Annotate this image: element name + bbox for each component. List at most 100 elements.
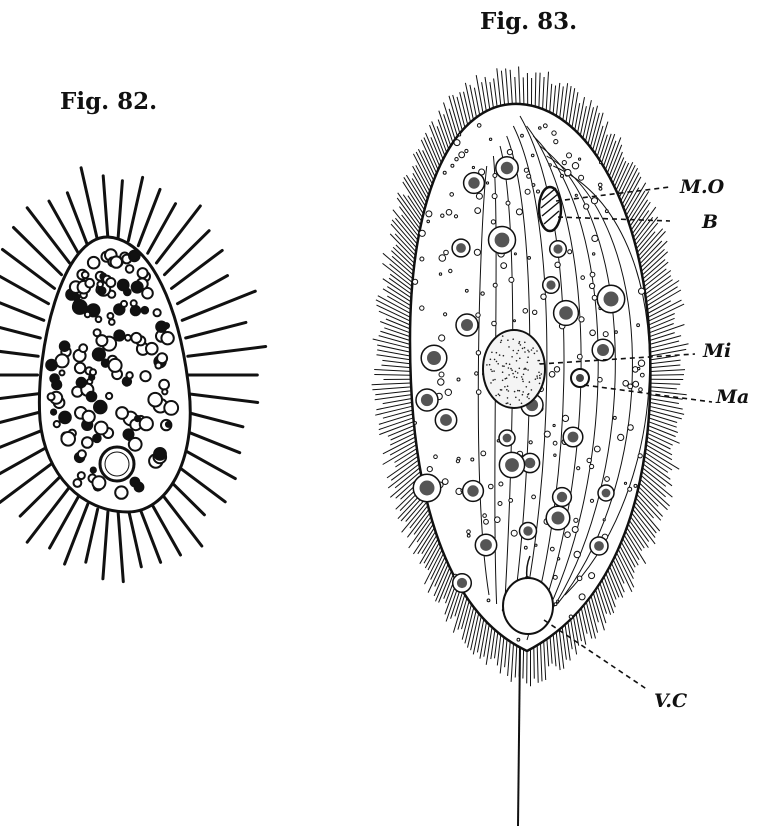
fig83-nucleus-dot xyxy=(520,344,522,346)
fig83-nucleus-dot xyxy=(524,342,526,344)
fig83-granule xyxy=(574,518,578,522)
fig82-cilium xyxy=(27,487,69,542)
fig83-cilium xyxy=(523,649,524,678)
fig83-granule xyxy=(465,289,468,292)
fig83-granule xyxy=(605,477,610,482)
fig83-granule xyxy=(476,313,480,317)
fig83-granule xyxy=(640,373,644,377)
fig83-granule xyxy=(562,415,568,421)
fig83-nucleus-dot xyxy=(522,348,524,350)
fig83-cilium xyxy=(374,370,410,372)
fig83-granule xyxy=(498,502,502,506)
fig83-cilium xyxy=(422,532,436,554)
fig83-granule xyxy=(524,168,528,172)
fig83-granule xyxy=(455,158,458,161)
fig83-food-vacuole-core xyxy=(525,458,536,469)
fig82-granule xyxy=(136,484,143,491)
fig82-granule xyxy=(106,393,112,399)
fig83-cilium xyxy=(510,70,512,104)
fig83-nucleus-dot xyxy=(507,402,509,404)
fig83-cilium xyxy=(465,83,473,120)
fig83-nucleus-dot xyxy=(528,393,530,395)
fig83-granule xyxy=(532,184,535,187)
fig82-granule xyxy=(159,380,169,390)
fig82-cilium xyxy=(0,321,40,338)
fig83-cilium xyxy=(535,73,536,107)
fig83-granule xyxy=(638,454,642,458)
fig83-granule xyxy=(613,416,616,419)
fig83-granule xyxy=(638,360,644,366)
fig82-cilium xyxy=(157,206,201,263)
fig83-nucleus-dot xyxy=(532,347,534,349)
fig82-cilium xyxy=(0,446,49,479)
fig83-cilium xyxy=(534,647,535,678)
fig83-nucleus-dot xyxy=(539,377,541,379)
fig82-granule xyxy=(142,307,149,314)
fig83-nucleus-dot xyxy=(507,385,509,387)
fig83-cilium xyxy=(380,331,410,340)
fig82-vacuole-inner xyxy=(105,452,129,476)
fig83-nucleus-dot xyxy=(524,347,526,349)
fig83-granule xyxy=(579,594,585,600)
fig83-nucleus-dot xyxy=(519,341,521,343)
fig83-granule xyxy=(426,211,432,217)
fig82-granule xyxy=(116,407,128,419)
fig83-cilium xyxy=(495,632,498,658)
fig83-granule xyxy=(481,292,484,295)
fig83-food-vacuole-core xyxy=(553,244,562,253)
fig83-cilium xyxy=(610,567,623,598)
fig82-granule xyxy=(61,432,75,446)
fig83-granule xyxy=(525,189,530,194)
fig82-cilium xyxy=(0,430,44,452)
label-mi: Mi xyxy=(703,340,731,362)
fig83-nucleus xyxy=(483,330,545,408)
fig83-nucleus-dot xyxy=(506,389,508,391)
fig82-granule xyxy=(140,417,153,430)
fig83-nucleus-dot xyxy=(515,397,517,399)
fig83-nucleus-dot xyxy=(510,368,512,370)
fig82-granule xyxy=(162,389,167,394)
fig83-granule xyxy=(509,277,514,282)
fig83-cilium xyxy=(413,166,429,195)
fig83-cilium xyxy=(444,103,456,140)
fig83-granule xyxy=(568,250,572,254)
fig83-nucleus-dot xyxy=(516,353,518,355)
fig83-food-vacuole-core xyxy=(546,280,555,289)
fig83-cilium xyxy=(435,560,447,586)
fig83-nucleus-dot xyxy=(499,354,501,356)
fig83-cilium xyxy=(646,449,680,470)
fig83-nucleus-dot xyxy=(514,376,516,378)
fig83-cilium xyxy=(633,509,655,537)
fig83-nucleus-dot xyxy=(511,369,513,371)
fig83-granule xyxy=(499,482,503,486)
fig83-nucleus-dot xyxy=(496,352,498,354)
fig83-nucleus-dot xyxy=(522,378,524,380)
fig82-cilium xyxy=(128,177,142,240)
fig83-cilium xyxy=(634,506,656,534)
fig83-nucleus-dot xyxy=(541,373,543,375)
fig83-cilium xyxy=(543,77,545,109)
fig82-granule xyxy=(85,279,94,288)
fig83-cilium xyxy=(645,453,672,471)
fig83-nucleus-dot xyxy=(506,377,508,379)
fig83-nucleus-dot xyxy=(522,391,524,393)
fig82-granule xyxy=(88,257,100,269)
fig82-granule xyxy=(94,401,107,414)
fig82-granule xyxy=(126,265,134,273)
label-b: B xyxy=(702,211,718,233)
fig83-nucleus-dot xyxy=(522,394,524,396)
fig83-granule xyxy=(590,464,594,468)
fig83-cilium xyxy=(423,150,436,177)
fig83-granule xyxy=(532,495,536,499)
fig83-cilium xyxy=(389,278,411,294)
fig83-cilium xyxy=(431,553,444,579)
fig83-nucleus-dot xyxy=(516,377,518,379)
fig83-granule xyxy=(493,283,497,287)
fig82-granule xyxy=(93,348,105,360)
fig83-granule xyxy=(456,460,459,463)
fig83-granule xyxy=(489,138,491,140)
fig83-granule xyxy=(593,253,595,255)
fig83-granule xyxy=(439,372,444,377)
fig83-cilium xyxy=(494,79,498,107)
fig83-cilium xyxy=(480,622,487,659)
